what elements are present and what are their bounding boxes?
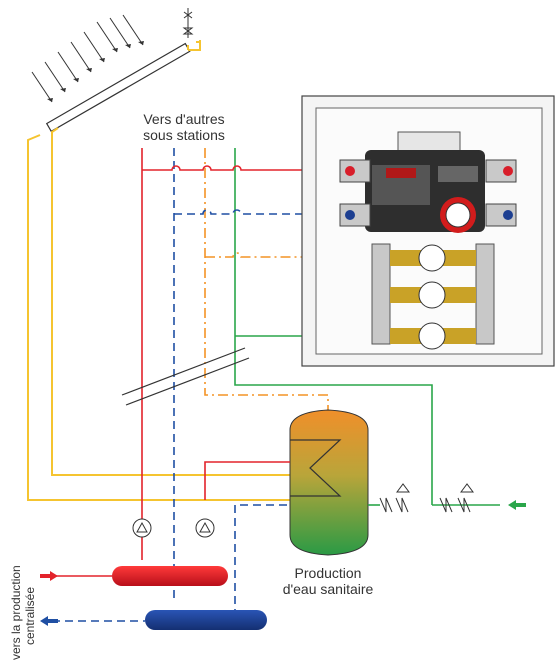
other-stations-label-1: Vers d'autres <box>143 111 224 127</box>
break-marks <box>121 347 250 406</box>
central-label-1: vers la production <box>9 565 23 660</box>
substation-cabinet <box>301 95 555 367</box>
air-vent-icon <box>182 8 194 38</box>
dhw-label-2: d'eau sanitaire <box>283 581 374 597</box>
arrow-in-icon <box>40 571 58 581</box>
dhw-label-1: Production <box>295 565 362 581</box>
red-header <box>112 566 228 586</box>
check-valve-icon <box>379 483 474 513</box>
dhw-tank <box>289 409 369 556</box>
solar-loop <box>27 40 290 501</box>
arrow-in-icon <box>508 500 526 510</box>
other-stations-label-2: sous stations <box>143 127 225 143</box>
central-label-2: centralisée <box>23 587 37 645</box>
sun-rays-icon <box>31 14 144 103</box>
arrow-out-icon <box>40 616 58 626</box>
pump-icon <box>132 518 215 538</box>
risers <box>141 148 433 600</box>
blue-header <box>145 610 267 630</box>
